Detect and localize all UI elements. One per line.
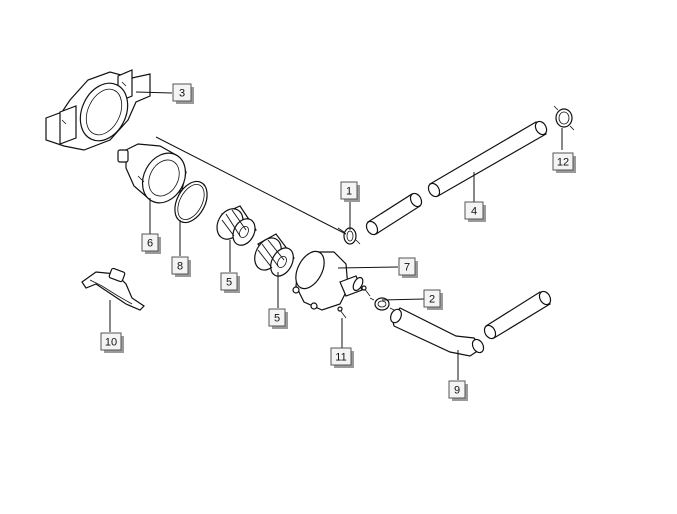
callout-labels: 3 12 1 4 6 8 5 — [100, 83, 576, 401]
svg-text:1: 1 — [346, 186, 352, 198]
svg-text:11: 11 — [335, 352, 346, 364]
svg-text:7: 7 — [404, 262, 410, 274]
o-ring-part — [174, 180, 208, 224]
callout-1: 1 — [340, 181, 360, 202]
callout-4: 4 — [464, 201, 486, 222]
callout-6: 6 — [141, 233, 161, 254]
filter-cartridge-2-part — [254, 233, 295, 277]
svg-text:5: 5 — [226, 277, 232, 289]
callout-8: 8 — [171, 256, 191, 277]
fuel-hose-upper-part — [365, 120, 548, 236]
filter-housing-rear-part — [292, 250, 364, 311]
callout-11: 11 — [330, 347, 354, 368]
leader-lines — [109, 91, 563, 380]
callout-9: 9 — [448, 380, 468, 401]
svg-text:5: 5 — [274, 313, 280, 325]
svg-text:8: 8 — [177, 261, 183, 273]
hose-clamp-upper-part — [337, 227, 361, 245]
svg-text:6: 6 — [147, 238, 153, 250]
svg-text:4: 4 — [471, 206, 477, 218]
filter-housing-front-part — [117, 143, 187, 204]
hose-clamp-lower-part — [369, 297, 395, 311]
fuel-hose-lower-part — [389, 290, 552, 357]
filter-cartridge-1-part — [216, 205, 257, 246]
callout-3: 3 — [172, 83, 194, 104]
svg-text:10: 10 — [105, 337, 117, 349]
callout-2: 2 — [423, 289, 443, 310]
hose-clamp-top-part — [553, 105, 575, 131]
clamp-bracket-part — [45, 69, 151, 151]
svg-text:2: 2 — [429, 294, 435, 306]
svg-text:3: 3 — [179, 88, 185, 100]
svg-text:12: 12 — [557, 157, 569, 169]
callout-10: 10 — [100, 332, 124, 353]
svg-text:9: 9 — [454, 385, 460, 397]
callout-5a: 5 — [220, 272, 240, 293]
cable-tie-part — [81, 267, 145, 311]
screw-part — [337, 285, 371, 319]
callout-7: 7 — [398, 257, 418, 278]
callout-12: 12 — [552, 152, 576, 173]
callout-5b: 5 — [268, 308, 288, 329]
